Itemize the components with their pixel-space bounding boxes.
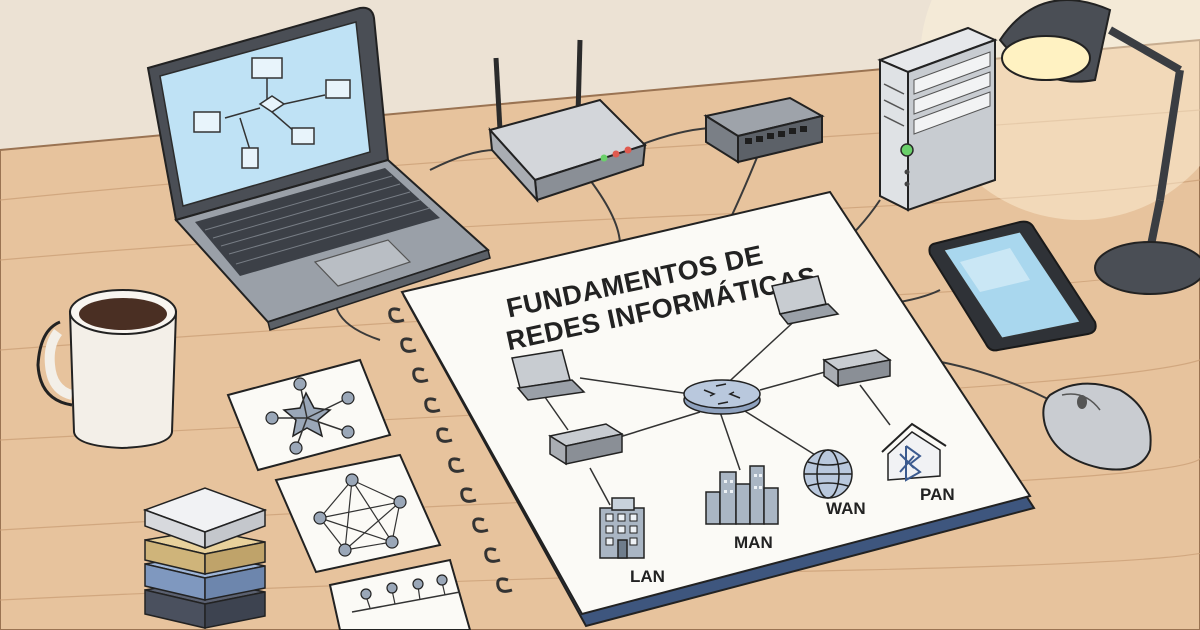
- label-wan: WAN: [826, 499, 866, 518]
- label-lan: LAN: [630, 567, 665, 586]
- desk-lamp-icon: [998, 0, 1200, 295]
- network-switch-icon: [548, 423, 624, 466]
- globe-icon: [803, 449, 853, 499]
- building-icon: [599, 497, 645, 559]
- laptop-icon: [771, 275, 840, 325]
- router-led-green: [600, 154, 608, 162]
- notebook: FUNDAMENTOS DE REDES INFORMÁTICAS: [388, 190, 1036, 628]
- router-icon: [683, 379, 761, 415]
- laptop-keyboard: [195, 168, 440, 276]
- notebook-diagram-links: [539, 315, 891, 506]
- topology-card-bus: [328, 558, 472, 630]
- tablet-icon: [928, 220, 1097, 352]
- coffee-mug-icon: [36, 289, 178, 450]
- laptop-icon: [511, 349, 586, 401]
- mouse-icon: [1042, 382, 1152, 471]
- layer-stack-icon: [142, 487, 268, 629]
- label-man: MAN: [734, 533, 773, 552]
- network-switch-icon: [703, 96, 825, 164]
- topology-card-star: [226, 358, 392, 472]
- laptop-trackpad: [313, 239, 412, 287]
- bluetooth-home-icon: [881, 422, 947, 482]
- network-switch-icon: [822, 349, 892, 388]
- topology-card-mesh: [274, 453, 442, 574]
- notebook-spiral: [388, 307, 513, 593]
- city-skyline-icon: [705, 465, 779, 525]
- router-icon: [488, 39, 647, 203]
- laptop-icon: [146, 6, 491, 331]
- server-power-led: [900, 143, 914, 157]
- server-tower-icon: [877, 26, 998, 212]
- label-pan: PAN: [920, 485, 955, 504]
- laptop-screen-diagram: [193, 57, 351, 169]
- router-led-red: [612, 150, 620, 158]
